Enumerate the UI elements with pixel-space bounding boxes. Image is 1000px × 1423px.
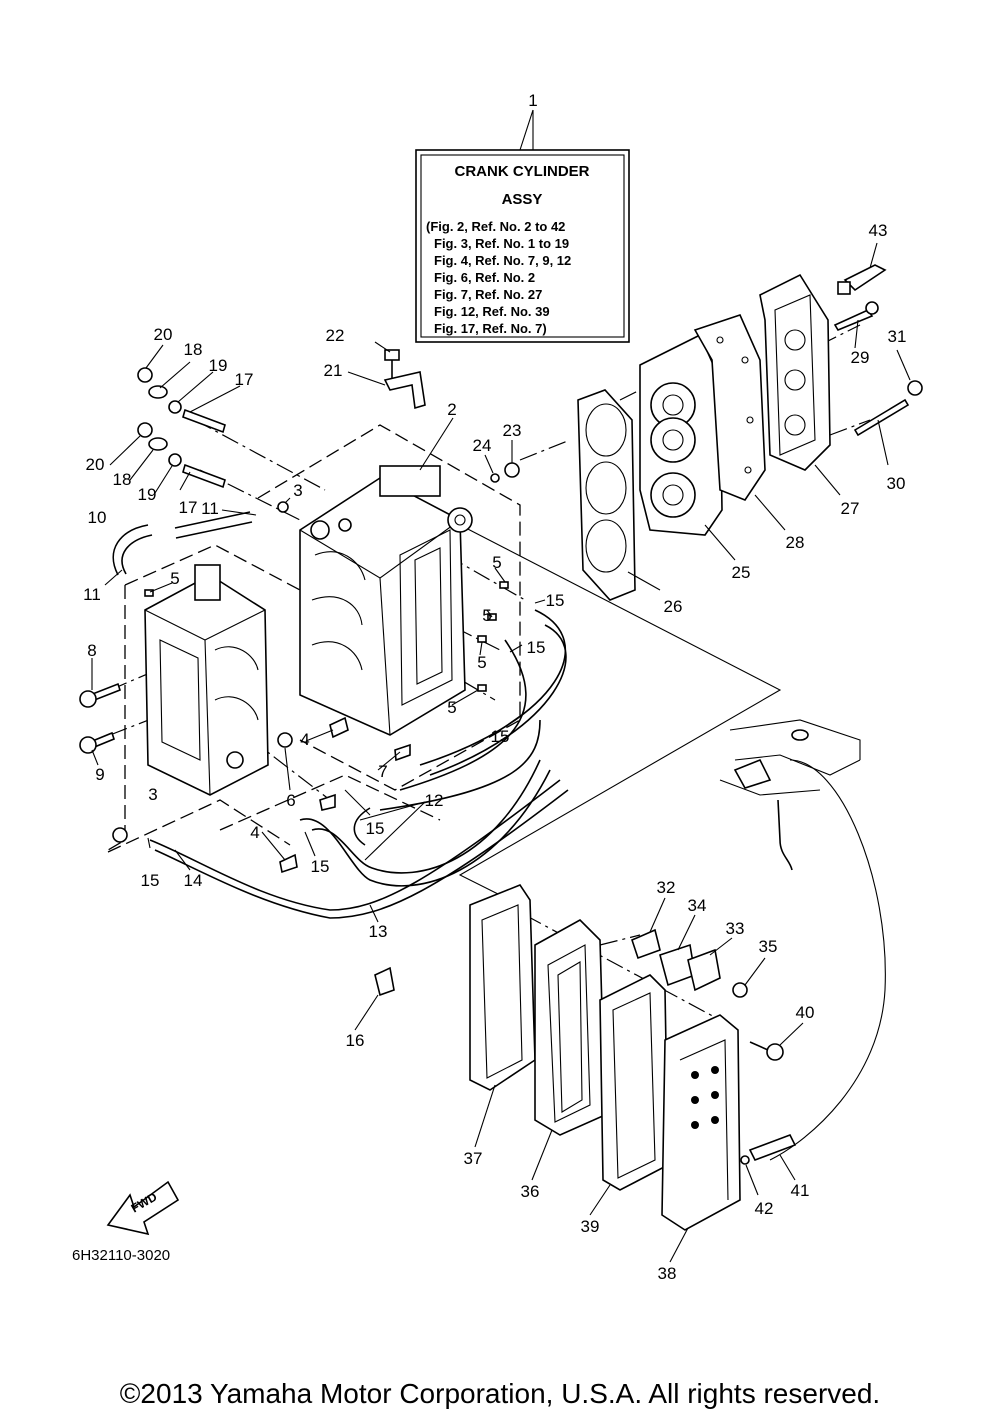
callout-22: 22 [326,326,345,345]
callout-5: 5 [477,653,486,672]
cylinder-head [639,333,723,536]
callout-37: 37 [464,1149,483,1168]
crankcase-left-half [144,564,269,796]
callout-20: 20 [86,455,105,474]
callout-17: 17 [179,498,198,517]
callout-15: 15 [491,727,510,746]
callout-3: 3 [293,481,302,500]
fwd-arrow: FWD [106,1180,180,1236]
callout-2: 2 [447,400,456,419]
callout-30: 30 [887,474,906,493]
callout-27: 27 [841,499,860,518]
callout-8: 8 [87,641,96,660]
callout-20: 20 [154,325,173,344]
assy-ref-line: Fig. 7, Ref. No. 27 [434,287,542,302]
assy-ref-line: Fig. 6, Ref. No. 2 [434,270,535,285]
callout-38: 38 [658,1264,677,1283]
callout-23: 23 [503,421,522,440]
bracket-detail [719,719,861,871]
callout-13: 13 [369,922,388,941]
callout-25: 25 [732,563,751,582]
callout-12: 12 [425,791,444,810]
copyright-notice: ©2013 Yamaha Motor Corporation, U.S.A. A… [119,1378,881,1409]
assy-title-line1: CRANK CYLINDER [455,163,590,180]
callout-42: 42 [755,1199,774,1218]
callout-5: 5 [482,606,491,625]
callout-18: 18 [113,470,132,489]
callout-7: 7 [378,762,387,781]
assy-ref-line: Fig. 3, Ref. No. 1 to 19 [434,236,569,251]
callout-numbers: 1 2 3 3 4 4 5 5 5 5 5 6 7 8 9 10 11 11 1… [83,91,906,1283]
callout-15: 15 [546,591,565,610]
assy-ref-line: Fig. 4, Ref. No. 7, 9, 12 [434,253,571,268]
callout-15: 15 [366,819,385,838]
fasteners [79,264,923,997]
callout-43: 43 [869,221,888,240]
callout-11: 11 [201,499,219,518]
callout-21: 21 [324,361,343,380]
callout-35: 35 [759,937,778,956]
callout-26: 26 [664,597,683,616]
callout-24: 24 [473,436,492,455]
callout-5: 5 [492,553,501,572]
callout-9: 9 [95,765,104,784]
head-cover [759,273,831,471]
callout-29: 29 [851,348,870,367]
callout-15: 15 [527,638,546,657]
assy-ref-line: (Fig. 2, Ref. No. 2 to 42 [426,219,565,234]
assy-ref-line: Fig. 17, Ref. No. 7) [434,321,547,336]
callout-3: 3 [148,785,157,804]
callout-34: 34 [688,896,707,915]
callout-1: 1 [528,91,537,110]
callout-19: 19 [138,485,157,504]
callout-19: 19 [209,356,228,375]
callout-14: 14 [184,871,203,890]
head-gasket [577,389,636,601]
callout-11: 11 [83,585,101,604]
hoses [112,511,569,919]
callout-28: 28 [786,533,805,552]
diagram-code: 6H32110-3020 [72,1247,170,1264]
callout-33: 33 [726,919,745,938]
callout-16: 16 [346,1031,365,1050]
crankcase-block [299,465,473,736]
connector-lines [458,524,886,1161]
callout-5: 5 [447,698,456,717]
callout-39: 39 [581,1217,600,1236]
callout-15: 15 [311,857,330,876]
leader-lines [91,242,911,1263]
callout-41: 41 [791,1181,810,1200]
assy-ref-line: Fig. 12, Ref. No. 39 [434,304,550,319]
callout-32: 32 [657,878,676,897]
callout-10: 10 [88,508,107,527]
callout-31: 31 [888,327,907,346]
exhaust-cover-assembly [469,884,797,1231]
callout-15: 15 [141,871,160,890]
callout-40: 40 [796,1003,815,1022]
callout-36: 36 [521,1182,540,1201]
callout-4: 4 [250,823,259,842]
head-cover-gasket [693,314,766,501]
assy-title-line2: ASSY [502,191,543,208]
callout-5: 5 [170,569,179,588]
callout-17: 17 [235,370,254,389]
callout-18: 18 [184,340,203,359]
assy-info-box: CRANK CYLINDER ASSY (Fig. 2, Ref. No. 2 … [415,109,630,343]
callout-4: 4 [300,730,309,749]
callout-6: 6 [286,791,295,810]
